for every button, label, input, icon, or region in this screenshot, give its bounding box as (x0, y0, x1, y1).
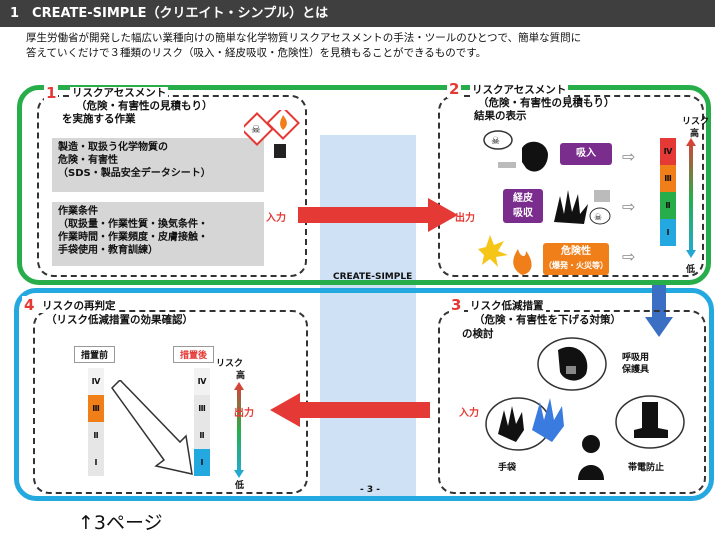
dermal-box: 経皮 吸収 (503, 189, 543, 223)
reassess-arrow-icon (270, 393, 430, 427)
panel-3-number: 3 (449, 296, 464, 314)
worker-icon (578, 435, 604, 480)
respirator-label-1: 呼吸用 (622, 353, 650, 363)
panel-1-number: 1 (44, 84, 59, 102)
danger-sublabel: （爆発・火災等） (544, 261, 608, 270)
risk-scale-2: Ⅳ Ⅲ Ⅱ Ⅰ (660, 138, 676, 246)
risk-label-4: リスク (216, 359, 244, 369)
panel-4-subtitle: （リスク低減措置の効果確認） (46, 314, 193, 326)
antistatic-bubble-icon (615, 395, 685, 449)
danger-box: 危険性 （爆発・火災等） (543, 243, 609, 275)
before-level-4: Ⅳ (88, 368, 104, 395)
improvement-arrow-icon (111, 380, 193, 475)
after-level-1: Ⅰ (194, 449, 210, 476)
output-label-2: 出力 (234, 408, 254, 419)
intro-line-2: 答えていくだけで３種類のリスク（吸入・経皮吸収・危険性）を見積もることができるも… (26, 47, 487, 59)
panel-2-subtitle: （危険・有害性の見積もり） (478, 97, 615, 109)
before-level-3: Ⅲ (88, 395, 104, 422)
gloves-label: 手袋 (498, 463, 517, 473)
danger-label: 危険性 (561, 246, 591, 257)
before-scale: Ⅳ Ⅲ Ⅱ Ⅰ (88, 368, 104, 476)
input-label-2: 入力 (459, 408, 479, 419)
gloves-bubble-icon (485, 397, 564, 451)
conditions-line-3: 作業時間・作業頻度・皮膚接触・ (58, 232, 208, 243)
risk-gradient-arrow-icon (686, 138, 696, 258)
after-level-4: Ⅳ (194, 368, 210, 395)
svg-text:☠: ☠ (594, 213, 602, 223)
level-3: Ⅲ (660, 165, 676, 192)
risk-high-2: 高 (690, 129, 700, 139)
antistatic-label: 帯電防止 (628, 463, 665, 473)
result-arrow-icon-3: ⇨ (622, 247, 636, 266)
conditions-line-2: （取扱量・作業性質・換気条件・ (58, 219, 208, 230)
after-label: 措置後 (173, 346, 215, 363)
panel-4-number: 4 (22, 296, 37, 314)
result-arrow-icon-2: ⇨ (622, 197, 636, 216)
hazard-line-1: 製造・取扱う化学物質の (58, 142, 168, 153)
svg-text:☠: ☠ (251, 123, 261, 136)
panel-3-title: リスク低減措置 (468, 300, 546, 313)
input-output-arrow-icon (298, 198, 458, 232)
hazard-line-3: （SDS・製品安全データシート） (58, 168, 211, 179)
page-caption: ↑3ページ (78, 512, 163, 534)
after-level-2: Ⅱ (194, 422, 210, 449)
fire-explosion-icon (478, 235, 532, 275)
panel-3-subtitle-2: の検討 (462, 328, 494, 340)
input-label: 入力 (266, 213, 286, 224)
hazard-line-2: 危険・有害性 (58, 155, 118, 166)
create-simple-column (320, 135, 416, 499)
dermal-hand-icon: ☠ (554, 190, 611, 225)
panel-1-title: リスクアセスメント (70, 87, 169, 100)
level-4: Ⅳ (660, 138, 676, 165)
before-level-2: Ⅱ (88, 422, 104, 449)
assessment-frame (17, 85, 711, 285)
dermal-line-2: 吸収 (513, 208, 533, 219)
create-simple-label: CREATE-SIMPLE (333, 272, 413, 282)
output-label: 出力 (455, 213, 475, 224)
after-level-3: Ⅲ (194, 395, 210, 422)
dermal-line-1: 経皮 (513, 193, 533, 204)
level-1: Ⅰ (660, 219, 676, 246)
risk-gradient-arrow-icon-4 (234, 382, 244, 478)
svg-text:☠: ☠ (491, 136, 500, 147)
risk-low-2: 低 (686, 265, 696, 275)
risk-label-2: リスク (682, 117, 710, 127)
intro-line-1: 厚生労働省が開発した幅広い業種向けの簡単な化学物質リスクアセスメントの手法・ツー… (26, 32, 582, 44)
panel-2-title: リスクアセスメント (470, 84, 569, 97)
conditions-line-4: 手袋使用・教育訓練） (58, 245, 158, 256)
respirator-bubble-icon (537, 337, 607, 391)
respirator-label-2: 保護具 (622, 365, 650, 375)
hazard-box: 製造・取扱う化学物質の 危険・有害性 （SDS・製品安全データシート） (52, 138, 264, 192)
panel-1-subtitle-2: を実施する作業 (62, 113, 136, 125)
conditions-box: 作業条件 （取扱量・作業性質・換気条件・ 作業時間・作業頻度・皮膚接触・ 手袋使… (52, 202, 264, 266)
inhalation-person-icon: ☠ (483, 130, 548, 172)
after-scale: Ⅳ Ⅲ Ⅱ Ⅰ (194, 368, 210, 476)
panel-2-number: 2 (447, 80, 462, 98)
level-2: Ⅱ (660, 192, 676, 219)
panel-3-subtitle: （危険・有害性を下げる対策） (474, 314, 621, 326)
panel-1 (37, 95, 307, 277)
result-arrow-icon: ⇨ (622, 147, 636, 166)
reduction-frame (14, 288, 714, 501)
risk-low-4: 低 (235, 481, 245, 491)
risk-high-4: 高 (236, 371, 246, 381)
panel-4-title: リスクの再判定 (40, 300, 118, 313)
intro-text: 厚生労働省が開発した幅広い業種向けの簡単な化学物質リスクアセスメントの手法・ツー… (26, 31, 712, 61)
hazard-pictogram-icon: ☠ (244, 110, 300, 158)
section-header: 1 CREATE-SIMPLE（クリエイト・シンプル）とは (0, 0, 715, 27)
page-number: - 3 - (360, 485, 380, 495)
section-title: 1 CREATE-SIMPLE（クリエイト・シンプル）とは (10, 6, 329, 21)
before-level-1: Ⅰ (88, 449, 104, 476)
inhalation-box: 吸入 (560, 143, 612, 165)
before-label: 措置前 (74, 346, 116, 363)
panel-2 (438, 95, 704, 277)
panel-2-subtitle-2: 結果の表示 (474, 110, 527, 122)
panel-1-subtitle: （危険・有害性の見積もり） (76, 100, 213, 112)
conditions-line-1: 作業条件 (58, 206, 98, 217)
panel-3 (438, 310, 706, 494)
